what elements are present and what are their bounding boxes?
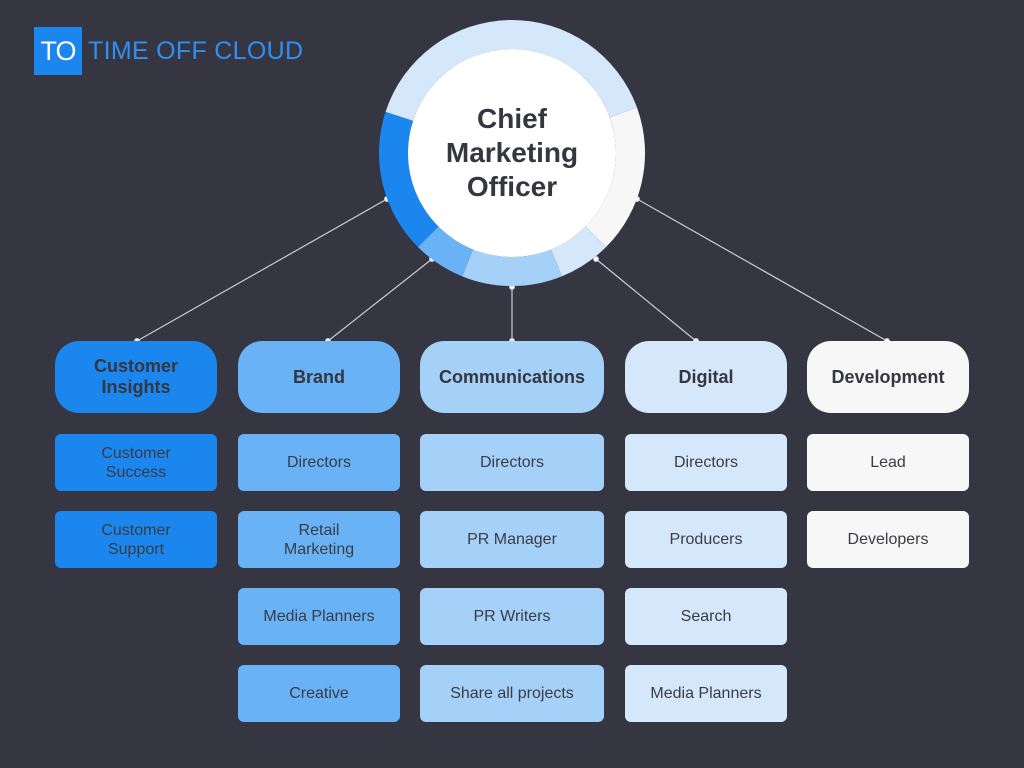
role-card: Directors bbox=[420, 434, 604, 491]
role-card: Creative bbox=[238, 665, 400, 722]
connector-development bbox=[636, 198, 888, 342]
department-brand: Brand bbox=[238, 341, 400, 413]
center-title: Chief Marketing Officer bbox=[445, 103, 579, 202]
department-development: Development bbox=[807, 341, 969, 413]
department-communications: Communications bbox=[420, 341, 604, 413]
logo-text: TIME OFF CLOUD bbox=[88, 36, 304, 65]
connector-dot bbox=[592, 256, 599, 263]
ring-segment bbox=[550, 226, 607, 277]
logo: TO TIME OFF CLOUD bbox=[34, 27, 303, 75]
role-card: Media Planners bbox=[238, 588, 400, 645]
role-card: Producers bbox=[625, 511, 787, 568]
role-card: Lead bbox=[807, 434, 969, 491]
role-card: Share all projects bbox=[420, 665, 604, 722]
role-card: Search bbox=[625, 588, 787, 645]
logo-mark-text: TO bbox=[40, 35, 76, 66]
connector-customer-insights bbox=[136, 198, 388, 342]
role-card: Directors bbox=[238, 434, 400, 491]
logo-mark: TO bbox=[34, 27, 82, 75]
role-card: PR Manager bbox=[420, 511, 604, 568]
department-digital: Digital bbox=[625, 341, 787, 413]
center-ring bbox=[379, 20, 645, 286]
connector-brand bbox=[327, 258, 433, 342]
ring-segment bbox=[385, 20, 637, 121]
ring-segment bbox=[462, 249, 562, 286]
role-card: Directors bbox=[625, 434, 787, 491]
department-customer-insights: Customer Insights bbox=[55, 341, 217, 413]
ring-segment bbox=[585, 107, 645, 248]
role-card: Developers bbox=[807, 511, 969, 568]
ring-segment bbox=[417, 226, 474, 277]
role-card: PR Writers bbox=[420, 588, 604, 645]
role-card: Retail Marketing bbox=[238, 511, 400, 568]
chief-marketing-officer-node: Chief Marketing Officer bbox=[408, 49, 616, 257]
ring-segment bbox=[379, 111, 439, 248]
connector-digital bbox=[595, 258, 697, 342]
role-card: Customer Success bbox=[55, 434, 217, 491]
role-card: Customer Support bbox=[55, 511, 217, 568]
role-card: Media Planners bbox=[625, 665, 787, 722]
